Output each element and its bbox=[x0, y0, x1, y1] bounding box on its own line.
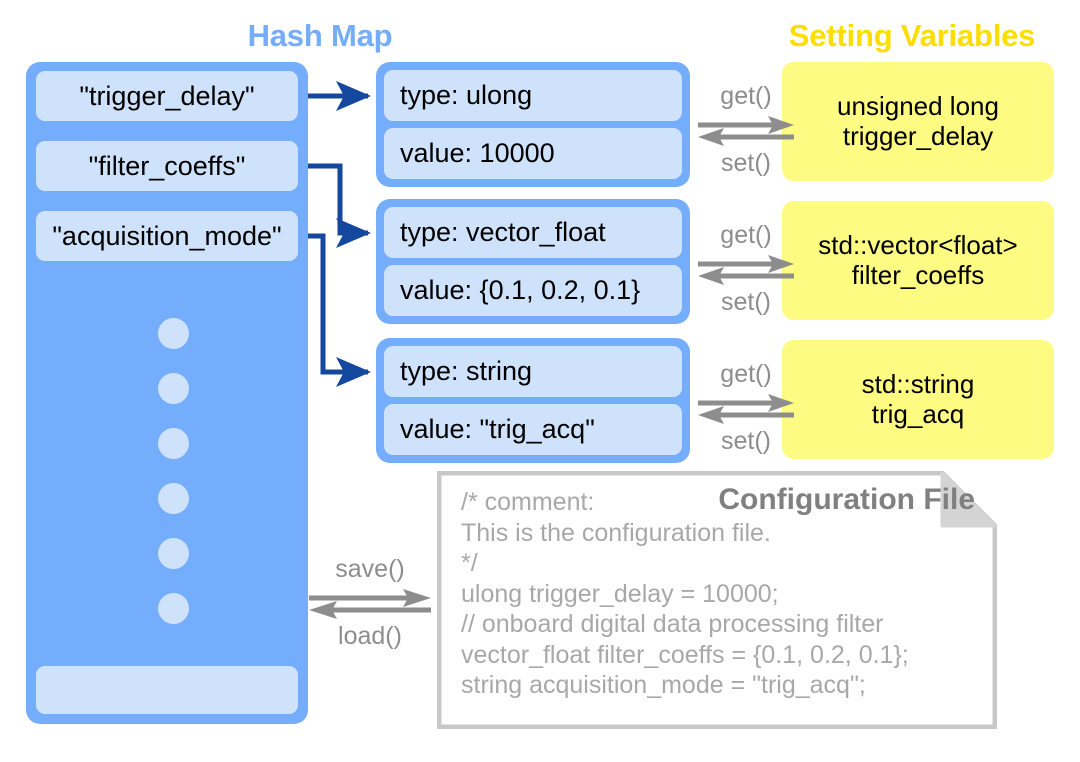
get-label: get() bbox=[720, 360, 772, 388]
setting-variable-name: trigger_delay bbox=[842, 120, 994, 151]
setting-variable-acquisition-mode: std::string trig_acq bbox=[782, 340, 1054, 459]
entry-type-row: type: vector_float bbox=[384, 207, 682, 258]
setting-variable-type: std::vector<float> bbox=[818, 230, 1018, 261]
hash-map-empty-slot[interactable] bbox=[36, 666, 298, 714]
set-label: set() bbox=[721, 427, 771, 455]
bidirectional-arrow-icon bbox=[698, 255, 794, 285]
hash-map-container: "trigger_delay" "filter_coeffs" "acquisi… bbox=[26, 62, 308, 724]
setting-variable-trigger-delay: unsigned long trigger_delay bbox=[782, 62, 1054, 181]
bidirectional-arrow-icon bbox=[698, 116, 794, 146]
hash-map-ellipsis-dot bbox=[158, 538, 189, 569]
hash-map-title: Hash Map bbox=[247, 18, 393, 53]
entry-type-row: type: string bbox=[384, 346, 682, 397]
file-shape-icon bbox=[437, 471, 997, 729]
entry-value-row: value: "trig_acq" bbox=[384, 404, 682, 455]
entry-box-trigger-delay: type: ulong value: 10000 bbox=[376, 62, 690, 187]
setting-variable-name: filter_coeffs bbox=[851, 259, 985, 290]
hash-map-ellipsis-dot bbox=[158, 373, 189, 404]
setting-variable-type: std::string bbox=[861, 369, 975, 400]
bidirectional-arrow-icon bbox=[698, 394, 794, 424]
entry-value-row: value: {0.1, 0.2, 0.1} bbox=[384, 265, 682, 316]
entry-type-row: type: ulong bbox=[384, 70, 682, 121]
entry-box-acquisition-mode: type: string value: "trig_acq" bbox=[376, 338, 690, 463]
setting-variables-title: Setting Variables bbox=[788, 18, 1036, 53]
load-label: load() bbox=[338, 622, 402, 650]
get-set-arrows-trigger-delay: get() set() bbox=[694, 82, 798, 178]
entry-value-row: value: 10000 bbox=[384, 128, 682, 179]
configuration-file: /* comment: This is the configuration fi… bbox=[437, 471, 997, 729]
save-label: save() bbox=[335, 555, 405, 583]
hash-map-key-trigger-delay[interactable]: "trigger_delay" bbox=[36, 71, 298, 121]
setting-variable-type: unsigned long bbox=[837, 91, 999, 122]
hash-map-key-acquisition-mode[interactable]: "acquisition_mode" bbox=[36, 211, 298, 261]
get-label: get() bbox=[720, 221, 772, 249]
setting-variable-filter-coeffs: std::vector<float> filter_coeffs bbox=[782, 201, 1054, 320]
entry-box-filter-coeffs: type: vector_float value: {0.1, 0.2, 0.1… bbox=[376, 199, 690, 324]
set-label: set() bbox=[721, 288, 771, 316]
get-set-arrows-acquisition-mode: get() set() bbox=[694, 360, 798, 456]
hash-map-key-filter-coeffs[interactable]: "filter_coeffs" bbox=[36, 141, 298, 191]
bidirectional-arrow-icon bbox=[309, 589, 431, 619]
get-set-arrows-filter-coeffs: get() set() bbox=[694, 221, 798, 317]
hash-map-ellipsis-dot bbox=[158, 428, 189, 459]
configuration-file-contents: /* comment: This is the configuration fi… bbox=[461, 488, 909, 699]
hash-map-ellipsis-dot bbox=[158, 318, 189, 349]
hash-map-ellipsis-dot bbox=[158, 593, 189, 624]
setting-variable-name: trig_acq bbox=[871, 398, 965, 429]
hash-map-ellipsis-dot bbox=[158, 483, 189, 514]
get-label: get() bbox=[720, 82, 772, 110]
configuration-file-title: Configuration File bbox=[718, 483, 975, 516]
save-load-arrows: save() load() bbox=[305, 555, 435, 651]
set-label: set() bbox=[721, 149, 771, 177]
